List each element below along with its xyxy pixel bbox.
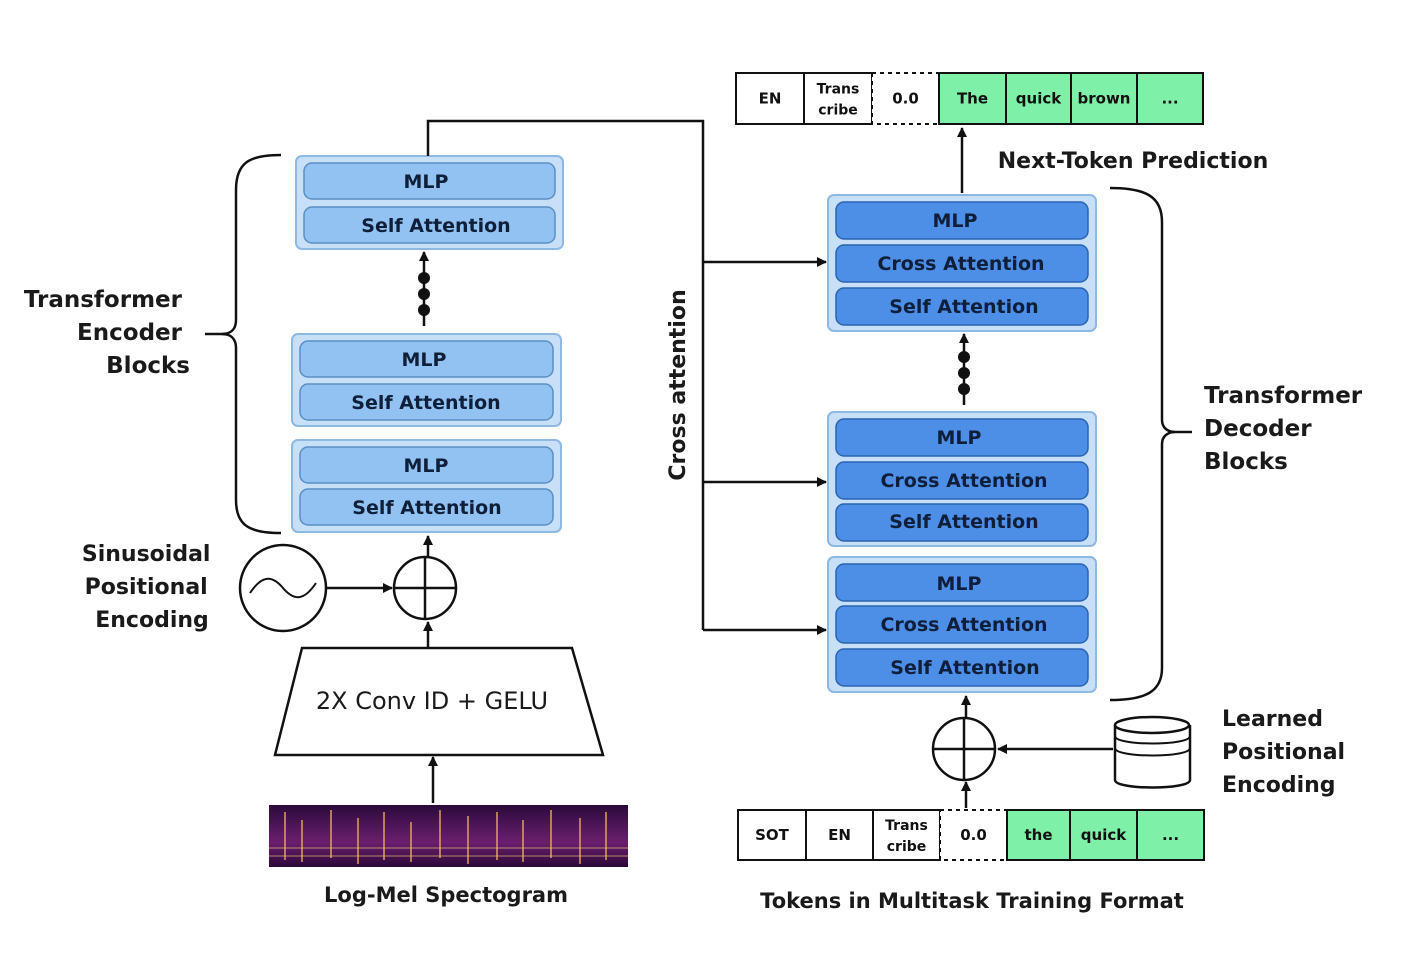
decoder-mlp-label: MLP xyxy=(933,210,978,232)
decoder-cross-attention-label: Cross Attention xyxy=(877,253,1044,275)
decoder-self-attention-layer xyxy=(835,503,1089,542)
decoder-group-label-line1: Transformer xyxy=(1204,383,1363,409)
input-token-cell: 0.0 xyxy=(939,809,1008,861)
decoder-block-top: MLP Cross Attention Self Attention xyxy=(827,194,1097,332)
input-token-text: ... xyxy=(1162,826,1179,844)
output-token-cell: ... xyxy=(1136,72,1204,125)
decoder-self-attention-layer xyxy=(835,648,1089,687)
encoder-mlp-layer xyxy=(299,340,554,378)
output-token-cell: EN xyxy=(735,72,805,125)
tokens-label: Tokens in Multitask Training Format xyxy=(760,889,1184,913)
output-token-text: brown xyxy=(1078,90,1131,108)
spectrogram-label: Log-Mel Spectogram xyxy=(324,883,568,907)
output-token-text: EN xyxy=(759,90,782,108)
encoder-self-attention-layer xyxy=(299,488,554,526)
input-token-cell: the xyxy=(1006,809,1071,861)
decoder-mlp-label: MLP xyxy=(937,573,982,595)
decoder-bracket xyxy=(1109,186,1176,702)
decoder-mlp-layer xyxy=(835,563,1089,602)
sinusoid-icon xyxy=(238,543,328,633)
input-token-text: SOT xyxy=(755,826,790,844)
decoder-self-attention-label: Self Attention xyxy=(890,657,1039,679)
decoder-cross-attention-layer xyxy=(835,461,1089,500)
decoder-self-attention-label: Self Attention xyxy=(889,511,1038,533)
encoder-output-connector xyxy=(426,119,705,630)
output-token-text: The xyxy=(957,90,988,108)
decoder-cross-attention-layer xyxy=(835,244,1089,283)
encoder-bracket xyxy=(221,153,282,535)
sinusoidal-label-line3: Encoding xyxy=(95,608,209,633)
encoder-self-attention-layer xyxy=(299,383,554,421)
encoder-group-label-line3: Blocks xyxy=(106,353,190,379)
decoder-block-bottom: MLP Cross Attention Self Attention xyxy=(827,556,1097,693)
encoder-stack-ellipsis xyxy=(418,251,430,326)
encoder-group-label-line1: Transformer xyxy=(24,287,183,313)
decoder-mlp-layer xyxy=(835,201,1089,240)
input-token-text: the xyxy=(1024,826,1052,844)
encoder-group-label-line2: Encoder xyxy=(77,320,183,346)
encoder-mlp-label: MLP xyxy=(402,349,447,371)
encoder-self-attention-label: Self Attention xyxy=(352,497,501,519)
sinusoidal-label-line2: Positional xyxy=(85,575,208,600)
decoder-self-attention-label: Self Attention xyxy=(889,296,1038,318)
next-token-prediction-label: Next-Token Prediction xyxy=(998,149,1268,174)
decoder-group-label-line3: Blocks xyxy=(1204,449,1288,475)
decoder-mlp-layer xyxy=(835,418,1089,457)
encoder-mlp-label: MLP xyxy=(404,171,449,193)
output-token-text: ... xyxy=(1161,90,1178,108)
output-token-cell: quick xyxy=(1005,72,1072,125)
encoder-self-attention-layer xyxy=(303,206,556,244)
encoder-mlp-layer xyxy=(303,162,556,200)
encoder-mlp-label: MLP xyxy=(404,455,449,477)
learned-label-line2: Positional xyxy=(1222,740,1345,765)
spectrogram-image xyxy=(269,805,628,867)
output-token-text: 0.0 xyxy=(892,90,919,108)
sinusoidal-label-line1: Sinusoidal xyxy=(82,542,211,567)
sinusoidal-positional-label: Sinusoidal Positional Encoding xyxy=(82,542,218,633)
learned-label-line1: Learned xyxy=(1222,707,1323,732)
encoder-mlp-layer xyxy=(299,446,554,484)
input-token-cell: ... xyxy=(1136,809,1205,861)
encoder-self-attention-label: Self Attention xyxy=(351,392,500,414)
input-token-text: 0.0 xyxy=(960,826,987,844)
output-token-cell: 0.0 xyxy=(871,72,940,125)
decoder-cross-attention-layer xyxy=(835,605,1089,644)
learned-positional-label: Learned Positional Encoding xyxy=(1222,707,1353,798)
decoder-stack-ellipsis xyxy=(958,333,970,405)
input-token-cell: EN xyxy=(805,809,874,861)
conv-block xyxy=(273,646,605,757)
encoder-sum-node xyxy=(392,555,458,621)
output-token-text: quick xyxy=(1016,90,1062,108)
cross-attention-label: Cross attention xyxy=(666,289,691,480)
input-token-text: quick xyxy=(1081,826,1127,844)
encoder-block-middle: MLP Self Attention xyxy=(291,333,562,427)
decoder-cross-attention-label: Cross Attention xyxy=(880,470,1047,492)
decoder-group-label-line2: Decoder xyxy=(1204,416,1312,442)
encoder-group-label: Transformer Encoder Blocks xyxy=(24,287,190,379)
output-token-cell: The xyxy=(938,72,1007,125)
decoder-cross-attention-label: Cross Attention xyxy=(880,614,1047,636)
input-token-cell: quick xyxy=(1069,809,1138,861)
decoder-sum-node xyxy=(931,716,997,782)
decoder-self-attention-layer xyxy=(835,287,1089,326)
decoder-mlp-label: MLP xyxy=(937,427,982,449)
input-token-text: EN xyxy=(828,826,851,844)
decoder-block-middle: MLP Cross Attention Self Attention xyxy=(827,411,1097,547)
input-token-cell: SOT xyxy=(737,809,807,861)
conv-label: 2X Conv ID + GELU xyxy=(316,687,548,715)
encoder-block-top: MLP Self Attention xyxy=(295,155,564,250)
encoder-block-bottom: MLP Self Attention xyxy=(291,439,562,533)
encoder-self-attention-label: Self Attention xyxy=(361,215,510,237)
output-token-cell: brown xyxy=(1070,72,1138,125)
learned-label-line3: Encoding xyxy=(1222,773,1336,798)
database-icon xyxy=(1113,715,1192,789)
decoder-group-label: Transformer Decoder Blocks xyxy=(1204,383,1370,475)
